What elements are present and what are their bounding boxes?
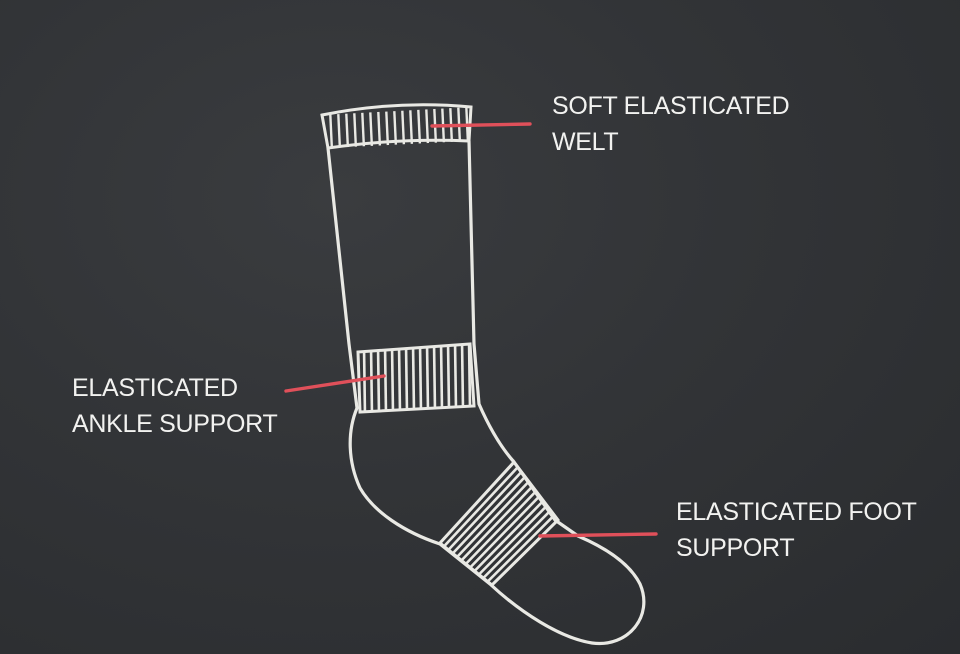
rib-line [463,488,547,575]
ankle-band [356,342,476,414]
rib-line [362,345,367,412]
rib-line [425,344,430,412]
rib-line [439,344,444,412]
rib-line [390,344,395,412]
ankle-leader-line [284,374,386,393]
welt-leader-line [430,122,532,128]
welt-callout-label: SOFT ELASTICATED WELT [552,88,790,160]
rib-line [408,107,414,147]
rib-line [328,107,334,148]
rib-line [432,107,438,146]
foot-callout-line2: SUPPORT [676,534,795,562]
rib-line [418,344,423,412]
foot-callout-line1: ELASTICATED FOOT [676,498,917,526]
rib-line [432,344,437,412]
rib-line [397,344,402,412]
ankle-callout-line2: ANKLE SUPPORT [72,410,278,438]
rib-line [454,479,540,568]
rib-line [411,344,416,412]
rib-line [424,107,430,147]
rib-line [460,344,465,410]
foot-callout-label: ELASTICATED FOOT SUPPORT [676,494,917,566]
rib-line [453,344,458,411]
rib-line [450,474,536,564]
rib-line [467,493,551,578]
rib-line [369,345,374,412]
rib-line [480,508,558,585]
rib-line [464,107,470,145]
welt-band [320,103,473,150]
rib-line [404,344,409,412]
rib-line [459,484,543,571]
welt-callout-line2: WELT [552,128,619,156]
foot-leader-line [538,532,658,538]
rib-line [456,107,462,145]
rib-line [368,107,374,148]
rib-line [376,107,382,148]
ankle-callout-line1: ELASTICATED [72,374,238,402]
rib-line [448,107,454,145]
rib-line [392,107,398,148]
rib-line [352,107,358,148]
welt-callout-line1: SOFT ELASTICATED [552,92,790,120]
foot-band [437,459,560,588]
sock-outline [326,139,646,646]
rib-line [441,464,529,557]
rib-line [376,345,381,412]
rib-line [384,107,390,148]
rib-line [383,344,388,412]
rib-line [476,503,558,585]
rib-line [360,107,366,148]
rib-line [336,107,342,148]
rib-line [400,107,406,148]
rib-line [416,107,422,147]
rib-line [472,498,554,582]
rib-line [440,462,525,554]
ankle-callout-label: ELASTICATED ANKLE SUPPORT [72,370,278,442]
rib-line [344,107,350,148]
rib-line [446,469,532,561]
rib-line [467,344,472,410]
rib-line [440,107,446,146]
rib-line [446,344,451,411]
